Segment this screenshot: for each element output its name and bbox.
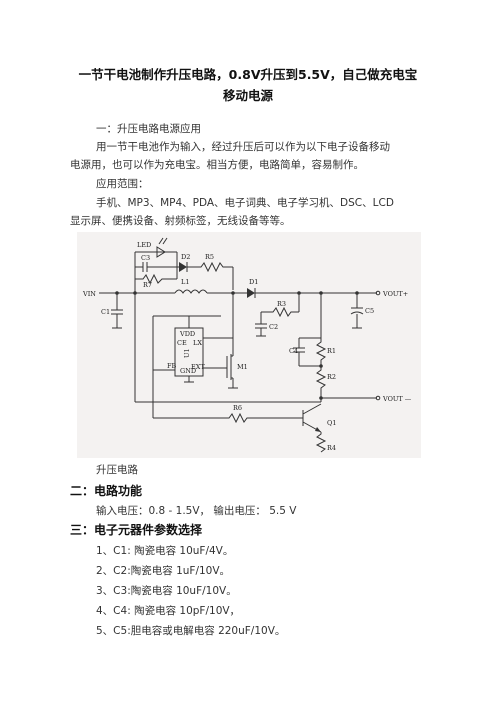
led-arrow: [162, 237, 168, 245]
scope-line-2: 显示屏、便携设备、射频标签，无线设备等等。: [70, 215, 291, 227]
q1-arrow: [315, 427, 321, 432]
ext-label: EXT: [191, 363, 205, 371]
section1-para-line-2: 电源用，也可以作为充电宝。相当方便，电路简单，容易制作。: [70, 159, 364, 171]
scope-line-1: 手机、MP3、MP4、PDA、电子词典、电子学习机、DSC、LCD: [96, 197, 394, 209]
l1-inductor: [174, 289, 208, 294]
r2-label: R2: [327, 373, 336, 381]
led-label: LED: [137, 241, 151, 249]
r3-resistor: [261, 306, 299, 318]
section2-heading: 二：电路功能: [70, 484, 143, 498]
title-line-1: 一节干电池制作升压电路，0.8V升压到5.5V，自己做充电宝: [78, 67, 418, 82]
gnd-label: GND: [180, 367, 196, 375]
led-symbol: [156, 246, 166, 258]
vout-minus-label: VOUT —: [382, 395, 412, 403]
led-arrow: [158, 237, 164, 245]
d2-symbol: [179, 262, 187, 272]
l1-label: L1: [181, 278, 189, 286]
title-line-2: 移动电源: [222, 88, 273, 103]
r4-label: R4: [327, 444, 336, 452]
c5-label: C5: [365, 307, 374, 315]
lx-label: LX: [193, 339, 202, 347]
component-item: 4、C4: 陶瓷电容 10pF/10V，: [96, 605, 241, 617]
c5-plate: [350, 311, 364, 315]
c1-label: C1: [101, 308, 110, 316]
r3-label: R3: [277, 300, 286, 308]
junction: [319, 396, 323, 400]
r6-resistor: [217, 412, 303, 424]
circuit-schematic: LED C3 D2 R5 R7: [82, 237, 412, 453]
c3-label: C3: [141, 254, 150, 262]
section2-text: 输入电压：0.8 - 1.5V， 输出电压： 5.5 V: [96, 505, 297, 517]
scope-label: 应用范围：: [96, 178, 149, 190]
vin-label: VIN: [82, 290, 96, 298]
m1-label: M1: [237, 363, 248, 371]
component-item: 1、C1: 陶瓷电容 10uF/4V。: [96, 545, 234, 557]
section1-para-line-1: 用一节干电池作为输入，经过升压后可以作为以下电子设备移动: [96, 141, 390, 153]
vout-plus-terminal: [375, 290, 381, 296]
vdd-label: VDD: [179, 330, 195, 338]
r1-resistor: [315, 338, 327, 366]
fb-label: FB: [167, 362, 177, 370]
r7-resistor: [135, 273, 177, 285]
section1-heading: 一：升压电路电源应用: [96, 123, 201, 135]
component-item: 2、C2:陶瓷电容 1uF/10V。: [96, 565, 231, 577]
figure-caption: 升压电路: [96, 464, 138, 476]
ce-label: CE: [177, 339, 187, 347]
u1-label: U1: [183, 348, 191, 358]
vout-plus-label: VOUT+: [382, 290, 408, 298]
r1-label: R1: [327, 347, 336, 355]
section3-heading: 三：电子元器件参数选择: [70, 523, 203, 537]
document-title: 一节干电池制作升压电路，0.8V升压到5.5V，自己做充电宝 移动电源: [60, 64, 436, 106]
c4-label: C4: [289, 347, 298, 355]
vout-minus-terminal: [375, 395, 381, 401]
r2-resistor: [315, 366, 327, 398]
component-item: 3、C3:陶瓷电容 10uF/10V。: [96, 585, 237, 597]
q1-collector: [302, 403, 322, 415]
circuit-diagram: LED C3 D2 R5 R7: [77, 232, 421, 458]
r7-label: R7: [143, 281, 152, 289]
r6-label: R6: [233, 404, 242, 412]
r4-resistor: [315, 432, 327, 453]
d1-label: D1: [249, 278, 258, 286]
d1-symbol: [247, 288, 255, 298]
r5-resistor: [187, 261, 233, 273]
component-item: 5、C5:胆电容或电解电容 220uF/10V。: [96, 625, 286, 637]
q1-label: Q1: [327, 419, 336, 427]
c2-label: C2: [269, 323, 278, 331]
d2-label: D2: [181, 253, 190, 261]
r5-label: R5: [205, 253, 214, 261]
